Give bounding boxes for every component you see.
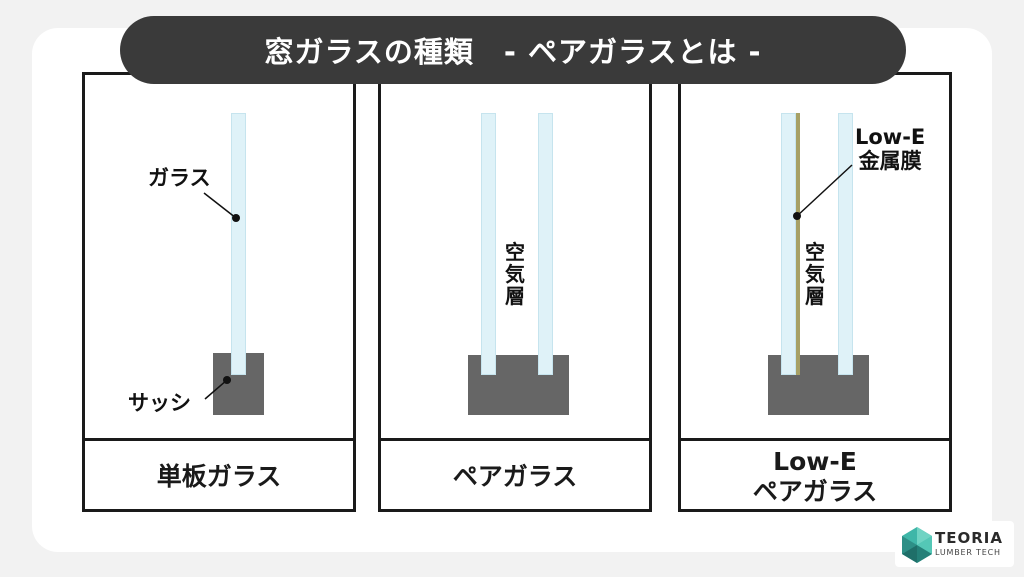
teoria-logo-icon [902, 527, 932, 563]
lowe-film-callout-label: Low-E 金属膜 [855, 125, 926, 174]
panel-divider [681, 438, 949, 441]
panel-single-glass: 単板ガラス [82, 72, 356, 512]
lowe-metal-film [796, 113, 800, 375]
page-title: 窓ガラスの種類 - ペアガラスとは - [120, 16, 906, 84]
teoria-logo: TEORIA LUMBER TECH [895, 521, 1014, 567]
panel-label: Low-E ペアガラス [752, 447, 878, 506]
glass-callout-label: ガラス [148, 166, 211, 190]
panel-pair-glass: 空 気 層 ペアガラス [378, 72, 652, 512]
lowe-leader-line [796, 164, 853, 217]
panel-divider [85, 438, 353, 441]
sash-leader-dot [223, 376, 231, 384]
panel-lowe-pair-glass: 空 気 層 Low-E ペアガラス [678, 72, 952, 512]
sash-callout-label: サッシ [128, 391, 191, 415]
sash-leader-line [204, 379, 228, 400]
logo-name: TEORIA [935, 529, 1003, 547]
glass-pane-left-inset [781, 355, 796, 375]
glass-leader-line [203, 192, 237, 219]
glass-pane-right-inset [538, 355, 553, 375]
panel-label: 単板ガラス [156, 461, 282, 491]
lowe-metal-film-inset [796, 355, 800, 375]
lowe-leader-dot [793, 212, 801, 220]
glass-pane-left-inset [481, 355, 496, 375]
glass-pane-right-inset [838, 355, 853, 375]
logo-subtitle: LUMBER TECH [935, 548, 1001, 557]
air-layer-label: 空 気 層 [505, 240, 525, 308]
glass-leader-dot [232, 214, 240, 222]
glass-pane-inset [231, 353, 246, 375]
air-layer-label: 空 気 層 [805, 240, 825, 308]
panel-divider [381, 438, 649, 441]
panel-label: ペアガラス [452, 461, 578, 491]
